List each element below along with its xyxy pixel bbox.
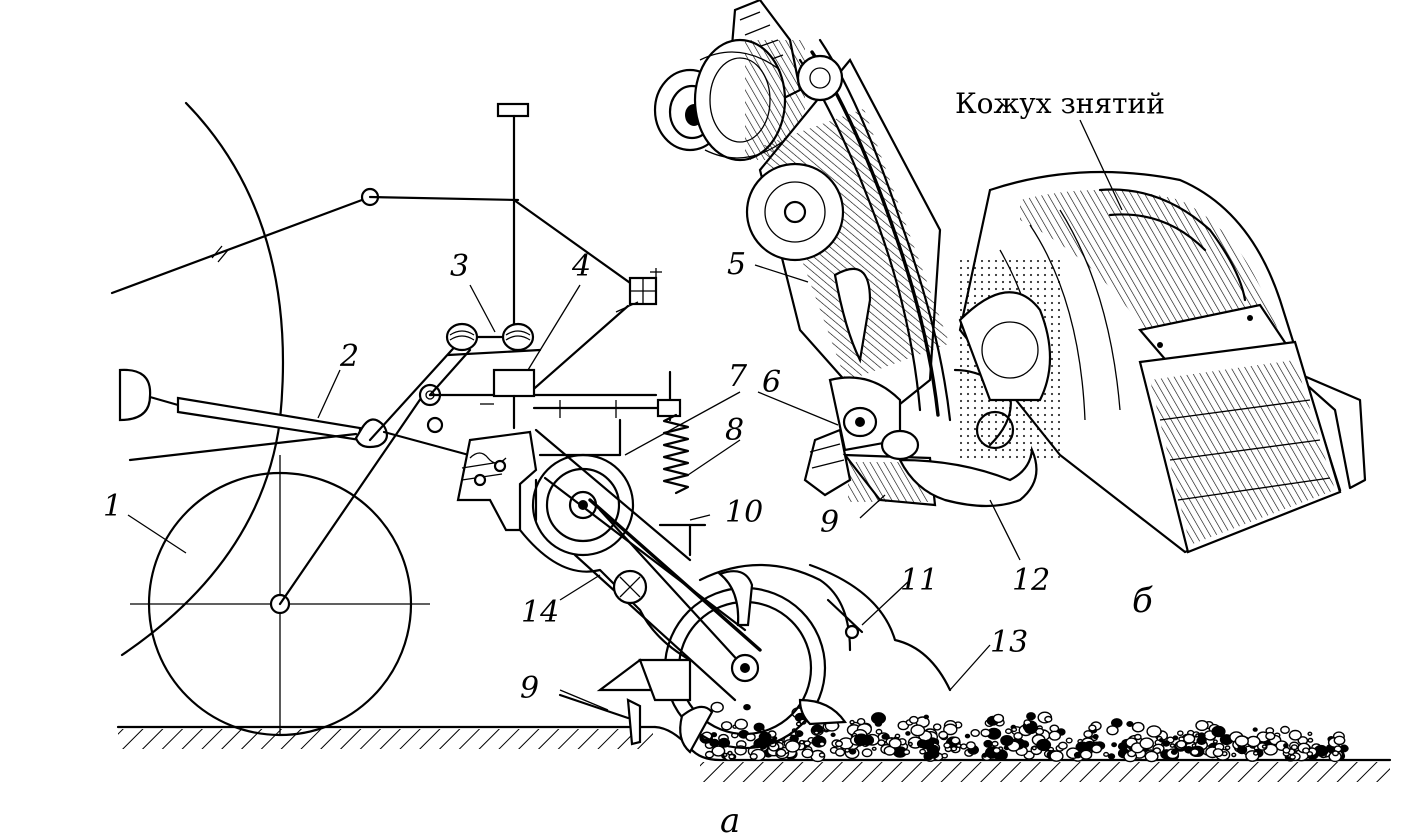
tension-spring (656, 370, 707, 557)
leader-lines (127, 264, 1021, 711)
tilled-soil (699, 701, 1349, 763)
chain-case (543, 476, 762, 702)
label-13: 13 (990, 625, 1028, 660)
label-3: 3 (450, 249, 469, 284)
label-14: 14 (521, 595, 559, 630)
label-5: 5 (727, 247, 746, 282)
ground (116, 725, 1392, 782)
label-7: 7 (728, 359, 748, 394)
subfigure-a-label: а (720, 801, 740, 837)
support-wheel (130, 383, 432, 737)
label-1: 1 (103, 489, 122, 524)
label-9-b: 9 (820, 505, 839, 540)
label-8: 8 (725, 413, 744, 448)
casing-removed-caption: Кожух знятий (955, 87, 1165, 120)
label-11: 11 (900, 563, 938, 598)
label-12: 12 (1012, 563, 1050, 598)
depth-shoe (558, 658, 692, 746)
milling-rotor (663, 563, 952, 754)
hitch-linkage (110, 102, 682, 462)
spring-pair (428, 322, 542, 397)
label-2: 2 (339, 339, 359, 374)
detail-b (653, 0, 1367, 554)
subfigure-b-label: б (1132, 581, 1153, 621)
frame-bracket (456, 418, 692, 662)
label-4: 4 (571, 249, 591, 284)
label-10: 10 (725, 495, 763, 530)
label-9-a: 9 (520, 671, 539, 706)
label-6: 6 (762, 365, 781, 400)
